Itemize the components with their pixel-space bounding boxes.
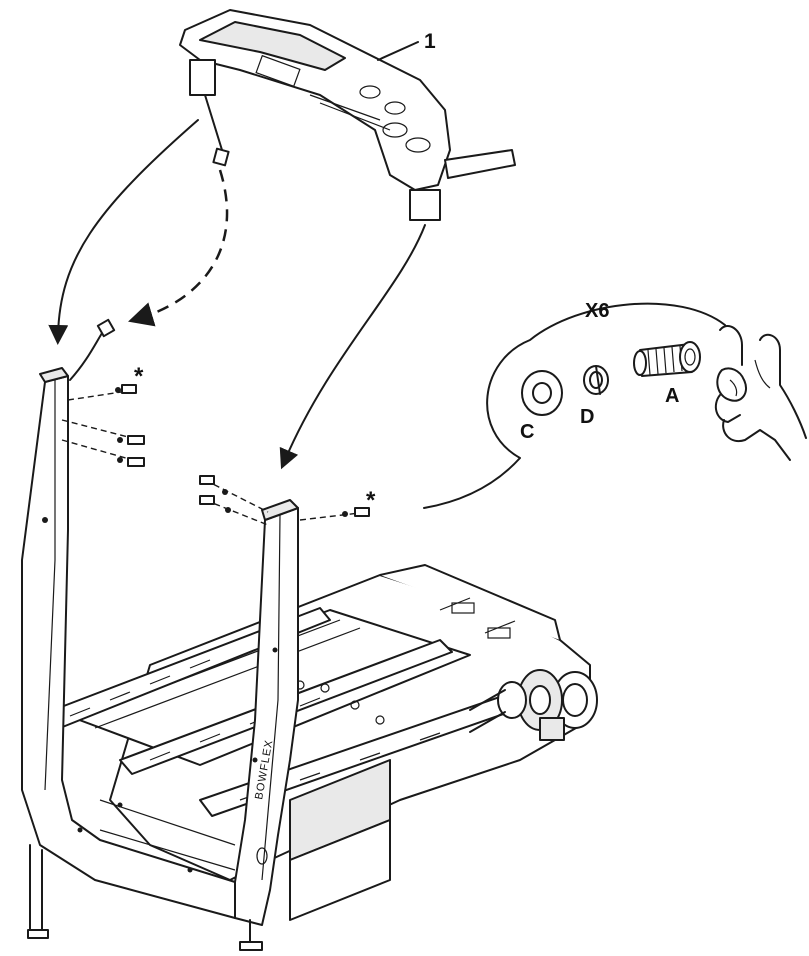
console-handlebar bbox=[179, 9, 516, 221]
quantity-label: X6 bbox=[585, 300, 609, 322]
label-d: D bbox=[580, 406, 594, 428]
lock-washer-d bbox=[583, 365, 609, 395]
arrow-right-post bbox=[279, 224, 426, 470]
right-bolts bbox=[199, 475, 370, 526]
washer-c bbox=[521, 370, 563, 416]
drive-pulley bbox=[469, 669, 598, 741]
left-bolts bbox=[61, 384, 145, 467]
part-1-label: 1 bbox=[424, 30, 436, 53]
asterisk-left: * bbox=[134, 363, 144, 390]
hardware-callout: X6 C D A bbox=[423, 300, 726, 509]
arrow-cable-connect bbox=[128, 169, 229, 327]
hand-illustration bbox=[714, 325, 807, 461]
post-cable bbox=[69, 329, 105, 381]
bolt-a bbox=[633, 341, 701, 377]
label-c: C bbox=[520, 421, 534, 443]
right-upright: BOWFLEX bbox=[234, 499, 299, 951]
label-a: A bbox=[665, 385, 679, 407]
part-1-leader bbox=[377, 41, 419, 61]
arrow-left-post bbox=[48, 119, 199, 345]
asterisk-right: * bbox=[366, 487, 376, 514]
